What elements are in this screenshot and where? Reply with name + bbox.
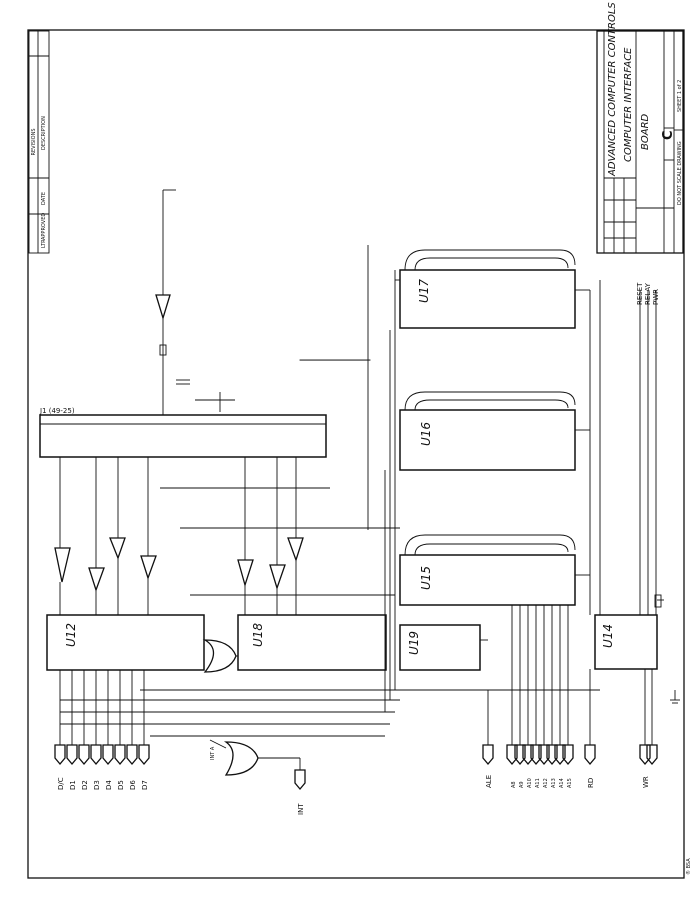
chip-u17: U17 (399, 269, 576, 329)
revisions-header: REVISIONS (31, 128, 37, 155)
signal-reset: RESET (636, 282, 644, 305)
or-gate-bottom (223, 741, 259, 776)
scale-note: DO NOT SCALE DRAWING (677, 141, 683, 205)
signal-a10: A10 (527, 778, 533, 788)
signal-d3: D3 (93, 780, 101, 790)
bottom-signal-labels: ALE A8 A9 A10 A11 A12 A13 A14 A15 RD WR … (210, 746, 650, 815)
rev-col-approved: APPROVED (41, 213, 47, 240)
bottom-signal-arrows (294, 744, 658, 791)
company-name: ADVANCED COMPUTER CONTROLS (607, 2, 618, 177)
or-gate-top (202, 639, 237, 673)
signal-a14: A14 (559, 778, 565, 788)
signal-int: INT (297, 803, 305, 815)
chip-u14-label: U14 (601, 624, 615, 648)
signal-a12: A12 (543, 778, 549, 788)
chip-u19: U19 (399, 624, 481, 671)
signal-d5: D5 (117, 780, 125, 790)
revisions-block: REVISIONS LTR DESCRIPTION DATE APPROVED (28, 30, 50, 254)
connector-j1: J1 (49-25) (39, 407, 327, 458)
chip-u18-label: U18 (251, 623, 265, 647)
signal-d7: D7 (141, 780, 149, 790)
signal-d1: D1 (69, 780, 77, 790)
signal-d6: D6 (129, 780, 137, 790)
title-block: ADVANCED COMPUTER CONTROLS COMPUTER INTE… (596, 2, 684, 254)
signal-a8: A8 (511, 781, 517, 788)
chip-u12: U12 (46, 614, 205, 671)
connector-j1-label: J1 (49-25) (39, 407, 75, 415)
chip-u15-label: U15 (419, 566, 433, 590)
passive-components (159, 344, 662, 608)
signal-ale: ALE (485, 775, 493, 788)
chip-u12-label: U12 (64, 623, 78, 647)
drawing-title-line1: COMPUTER INTERFACE (623, 47, 634, 162)
chip-u16: U16 (399, 409, 576, 471)
signal-int-a: INT A (210, 746, 216, 760)
signal-a11: A11 (535, 778, 541, 788)
chip-u16-label: U16 (419, 422, 433, 446)
signal-a15: A15 (567, 778, 573, 788)
signal-a13: A13 (551, 778, 557, 788)
chip-u17-label: U17 (417, 279, 431, 303)
drawing-title-line2: BOARD (640, 113, 651, 150)
bus-wiring (59, 189, 680, 770)
right-signal-labels: RESET RELAY PWR (636, 282, 660, 305)
signal-wr: WR (642, 776, 650, 788)
chip-u14: U14 (594, 614, 658, 670)
rev-col-date: DATE (41, 192, 47, 205)
buffer-gates (54, 294, 304, 593)
chip-u19-label: U19 (407, 631, 421, 655)
drawing-border (27, 29, 685, 879)
size-value: C (661, 130, 676, 140)
signal-rd: RD (587, 778, 595, 788)
rev-col-ltr: LTR (41, 239, 47, 248)
left-signal-labels: D/C D1 D2 D3 D4 D5 D6 D7 (57, 777, 149, 790)
signal-relay: RELAY (644, 282, 652, 305)
rev-col-description: DESCRIPTION (41, 116, 47, 150)
signal-d0: D/C (57, 777, 65, 790)
signal-d2: D2 (81, 780, 89, 790)
signal-pwr: PWR (652, 289, 660, 305)
drawing-stamp: ® BSA (685, 858, 692, 875)
sheet-number: SHEET 1 of 2 (677, 80, 683, 112)
signal-a9: A9 (519, 781, 525, 788)
chip-u18: U18 (237, 614, 387, 671)
chip-u15: U15 (399, 554, 576, 606)
signal-d4: D4 (105, 780, 113, 790)
left-signal-arrows (54, 744, 150, 766)
